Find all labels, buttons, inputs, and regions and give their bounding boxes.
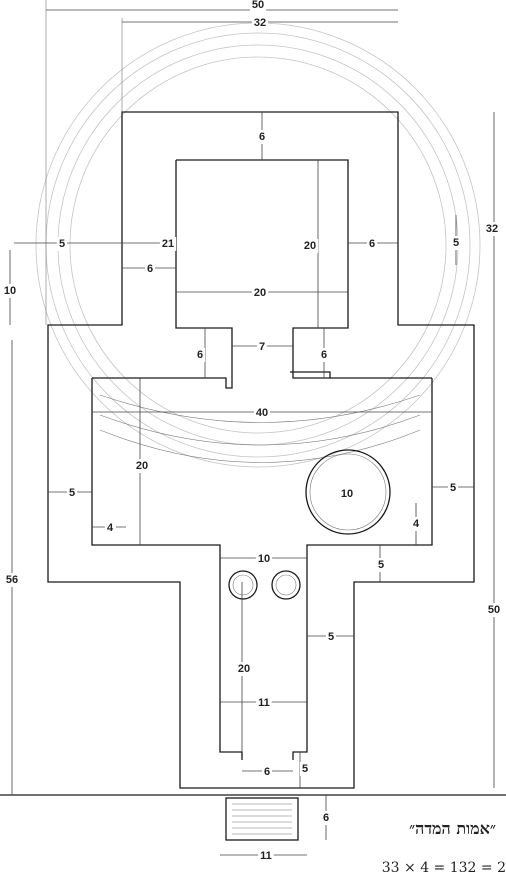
stairs	[225, 797, 299, 841]
column-right	[271, 570, 301, 600]
dim-hall-height: 20	[136, 460, 148, 472]
measure-formula: 33 × 4 = 132 = 2	[381, 860, 506, 876]
dim-shoulder-5: 5	[378, 559, 384, 571]
dim-left-56: 56	[6, 574, 18, 586]
dim-step-width: 11	[260, 850, 272, 862]
dim-left-wall: 6	[147, 263, 153, 275]
dim-side-5: 5	[328, 631, 334, 643]
dim-corridor-height: 20	[238, 663, 250, 675]
dim-lower-width: 11	[258, 697, 270, 709]
dim-right-gap: 6	[369, 238, 375, 250]
dim-inner-height: 20	[304, 240, 316, 252]
dim-left-4: 4	[107, 522, 114, 534]
inner-sanctuary	[92, 159, 349, 389]
building-outline	[47, 111, 475, 789]
dim-step-depth: 6	[323, 812, 329, 824]
dim-right-upper-5: 5	[453, 237, 459, 249]
dim-circle-diameter: 10	[341, 488, 353, 500]
column-left	[228, 570, 258, 600]
large-circle-inner	[309, 453, 387, 531]
dim-arc-width: 40	[256, 407, 268, 419]
dim-left-offset: 5	[59, 238, 65, 250]
dim-neck-right: 6	[321, 349, 327, 361]
dim-right-4: 4	[413, 518, 420, 530]
dimension-labels: 50 32 6 20 6 5 21 6 20 10 6 7 6 40 20 5 …	[1, 0, 503, 863]
arc-band	[99, 394, 421, 463]
dim-right-side: 5	[450, 482, 456, 494]
dim-corridor-width: 10	[258, 553, 270, 565]
dim-door-5: 5	[302, 763, 308, 775]
dim-top-inner: 32	[254, 17, 266, 29]
large-circle	[305, 449, 391, 535]
dim-left-10: 10	[4, 285, 16, 297]
hall-outline	[91, 377, 433, 760]
dim-width-21: 21	[162, 238, 174, 250]
dim-inner-width: 20	[254, 287, 266, 299]
guide-circles	[35, 22, 481, 468]
dim-top-total: 50	[252, 0, 264, 11]
dim-right-50: 50	[488, 604, 500, 616]
dim-upper-wall: 6	[259, 131, 265, 143]
dim-left-side: 5	[69, 487, 75, 499]
dim-right-32: 32	[486, 223, 498, 235]
dim-door-width: 6	[264, 766, 270, 778]
dimension-lines	[9, 0, 495, 856]
plan-caption: ״אמות המדה״	[409, 819, 496, 838]
dim-neck-left: 6	[197, 349, 203, 361]
dim-neck-width: 7	[259, 341, 265, 353]
